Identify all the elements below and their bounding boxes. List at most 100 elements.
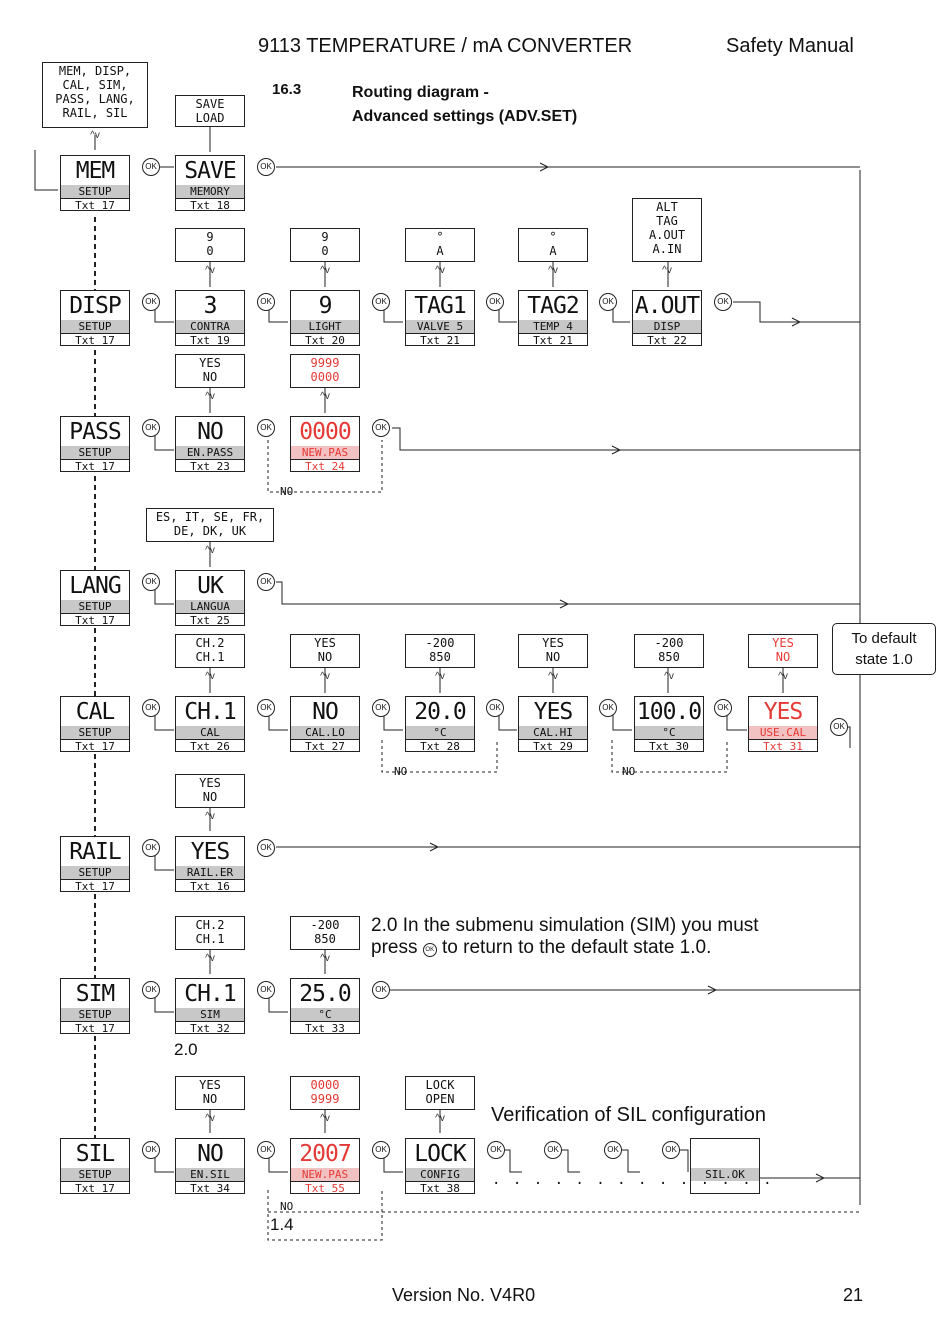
menu-disp[interactable]: DISP SETUP Txt 17 [60, 290, 130, 347]
display-txt: Txt 34 [176, 1181, 244, 1195]
display-value: 100.0 [636, 699, 702, 725]
callout-line1: To default [851, 630, 917, 647]
up-down-arrows-icon: ^v [205, 953, 215, 964]
display-label: CAL [176, 726, 244, 739]
opt-line: YES [199, 356, 221, 370]
item-save[interactable]: SAVE MEMORY Txt 18 [175, 155, 245, 212]
ok-button[interactable]: OK [257, 419, 275, 437]
ok-button[interactable]: OK [372, 981, 390, 999]
ok-icon: OK [422, 943, 437, 957]
display-label: LIGHT [291, 320, 359, 333]
ok-button[interactable]: OK [372, 1141, 390, 1159]
display-value: TAG2 [527, 293, 579, 319]
ok-button[interactable]: OK [487, 1141, 505, 1159]
ok-button[interactable]: OK [142, 981, 160, 999]
ok-button[interactable]: OK [142, 158, 160, 176]
ok-button[interactable]: OK [142, 419, 160, 437]
opt-line: NO [317, 650, 333, 664]
ok-button[interactable]: OK [714, 699, 732, 717]
ok-button[interactable]: OK [257, 293, 275, 311]
ok-button[interactable]: OK [544, 1141, 562, 1159]
display-label: SIL.OK [691, 1168, 759, 1181]
ok-button[interactable]: OK [142, 293, 160, 311]
opt-line: NO [202, 790, 218, 804]
display-value: RAIL [69, 839, 121, 865]
display-value: A.OUT [634, 293, 700, 319]
ok-button[interactable]: OK [257, 981, 275, 999]
item-sil-ok[interactable]: SIL.OK [690, 1138, 760, 1194]
ok-button[interactable]: OK [257, 699, 275, 717]
display-label: SETUP [61, 1168, 129, 1181]
opt-line: ES, IT, SE, FR, [155, 510, 265, 524]
ok-button[interactable]: OK [486, 699, 504, 717]
opt-line: RAIL, SIL [62, 106, 128, 120]
ok-button[interactable]: OK [372, 699, 390, 717]
display-txt: Txt 33 [291, 1021, 359, 1035]
opt-line: 0 [321, 244, 329, 258]
menu-mem[interactable]: MEM SETUP Txt 17 [60, 155, 130, 212]
opt-line: -200 [425, 636, 455, 650]
ok-button[interactable]: OK [142, 839, 160, 857]
ok-button[interactable]: OK [372, 293, 390, 311]
ok-button[interactable]: OK [714, 293, 732, 311]
up-down-arrows-icon: ^v [205, 391, 215, 402]
opt-line: A.IN [652, 242, 682, 256]
display-value: NO [312, 699, 339, 725]
ok-button[interactable]: OK [486, 293, 504, 311]
ok-button[interactable]: OK [142, 699, 160, 717]
ok-button[interactable]: OK [142, 1141, 160, 1159]
ok-button[interactable]: OK [257, 573, 275, 591]
ok-button[interactable]: OK [142, 573, 160, 591]
display-label: RAIL.ER [176, 866, 244, 879]
ok-button[interactable]: OK [599, 699, 617, 717]
opt-line: -200 [654, 636, 684, 650]
state-label: 1.4 [270, 1215, 294, 1234]
ok-button[interactable]: OK [257, 158, 275, 176]
ok-button[interactable]: OK [604, 1141, 622, 1159]
opt-line: CH.2 [195, 918, 225, 932]
ok-button[interactable]: OK [662, 1141, 680, 1159]
ok-button[interactable]: OK [599, 293, 617, 311]
display-label: °C [291, 1008, 359, 1021]
sim-note: 2.0 In the submenu simulation (SIM) you … [371, 915, 759, 959]
ok-button[interactable]: OK [257, 839, 275, 857]
ok-button[interactable]: OK [830, 718, 848, 736]
section-title: Routing diagram - Advanced settings (ADV… [352, 81, 577, 129]
display-label: °C [635, 726, 703, 739]
up-down-arrows-icon: ^v [205, 811, 215, 822]
ok-button[interactable]: OK [257, 1141, 275, 1159]
display-txt: Txt 16 [176, 879, 244, 893]
ok-button[interactable]: OK [372, 419, 390, 437]
